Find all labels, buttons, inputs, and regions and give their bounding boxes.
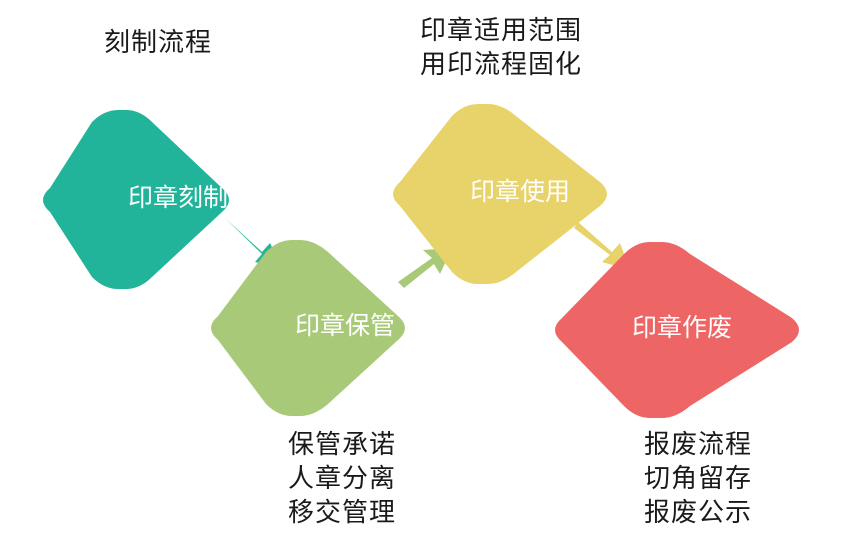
note-void: 报废流程 切角留存 报废公示 bbox=[644, 428, 752, 530]
diamond-usage bbox=[393, 104, 607, 284]
note-void-line-2: 切角留存 bbox=[644, 464, 753, 494]
note-custody-line-3: 移交管理 bbox=[288, 498, 397, 528]
diamond-void bbox=[555, 242, 799, 418]
note-custody-line-1: 保管承诺 bbox=[288, 430, 397, 460]
note-usage-line-1: 印章适用范围 bbox=[420, 16, 583, 46]
diamond-engraving bbox=[43, 110, 229, 289]
note-usage-line-2: 用印流程固化 bbox=[420, 50, 583, 80]
note-custody: 保管承诺 人章分离 移交管理 bbox=[288, 428, 396, 530]
diamond-custody bbox=[211, 240, 405, 416]
note-engraving-line: 刻制流程 bbox=[104, 28, 213, 58]
note-void-line-3: 报废公示 bbox=[644, 498, 753, 528]
note-engraving: 刻制流程 bbox=[104, 26, 212, 60]
stage-custody: 印章保管 bbox=[211, 240, 405, 416]
arrow-usage-to-void bbox=[574, 222, 630, 270]
note-custody-line-2: 人章分离 bbox=[288, 464, 397, 494]
stage-label-void: 印章作废 bbox=[632, 313, 732, 342]
stage-label-usage: 印章使用 bbox=[470, 177, 570, 206]
stage-void: 印章作废 bbox=[555, 242, 799, 418]
note-usage: 印章适用范围 用印流程固化 bbox=[420, 14, 582, 82]
stage-label-engraving: 印章刻制 bbox=[128, 183, 228, 212]
stage-engraving: 印章刻制 bbox=[43, 110, 229, 289]
stage-usage: 印章使用 bbox=[393, 104, 607, 284]
stage-label-custody: 印章保管 bbox=[295, 311, 395, 340]
note-void-line-1: 报废流程 bbox=[644, 430, 753, 460]
arrow-custody-to-usage bbox=[398, 248, 452, 288]
